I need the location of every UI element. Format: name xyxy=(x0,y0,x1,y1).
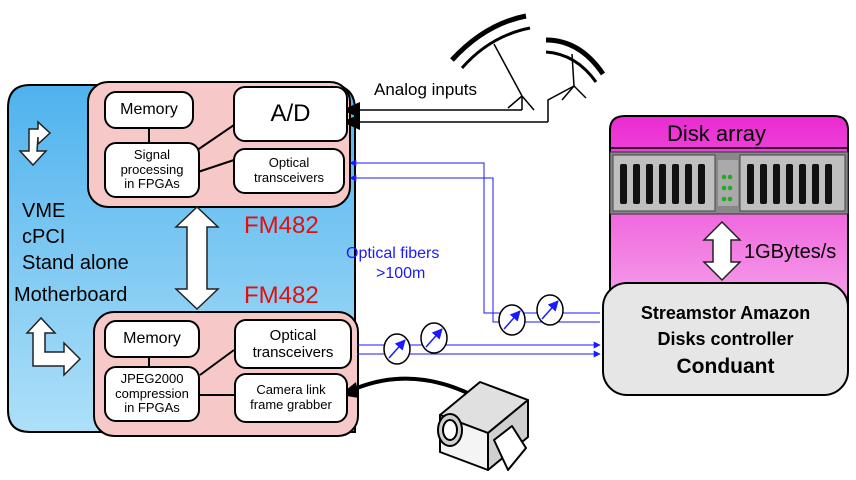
signal-processing-line-2: processing xyxy=(120,161,184,177)
bus-label-vme: VME xyxy=(22,200,66,222)
analog-inputs-label: Analog inputs xyxy=(374,80,478,99)
optical-transceivers-top-box: Optical transceivers xyxy=(233,148,345,194)
fm482-label-top: FM482 xyxy=(244,212,319,239)
optical-transceivers-bottom-box: Optical transceivers xyxy=(234,319,352,369)
optical-bottom-line-2: transceivers xyxy=(252,344,334,361)
bus-label-cpci: cPCI xyxy=(22,226,66,248)
camera-link-box: Camera link frame grabber xyxy=(234,373,348,423)
controller-line-1: Streamstor Amazon xyxy=(640,303,811,323)
antenna-right-icon xyxy=(545,37,606,101)
memory-box-top: Memory xyxy=(104,91,194,129)
signal-processing-box: Signal processing in FPGAs xyxy=(104,142,200,198)
jpeg-line-3: in FPGAs xyxy=(124,400,180,416)
throughput-label: 1GBytes/s xyxy=(744,241,837,263)
fiber-coupler-4-icon xyxy=(536,294,564,326)
memory-box-bottom: Memory xyxy=(104,320,200,358)
disk-enclosure-icon xyxy=(609,151,849,215)
jpeg-line-2: compression xyxy=(115,385,189,401)
camera-link-line-1: Camera link xyxy=(256,382,326,398)
jpeg-line-1: JPEG2000 xyxy=(120,370,184,386)
camera-cable xyxy=(351,376,473,397)
analog-arrowhead-upper-icon xyxy=(342,102,360,118)
antenna-left-icon xyxy=(450,13,535,111)
fiber-coupler-3-icon xyxy=(498,304,526,336)
optical-fibers-distance-label: >100m xyxy=(376,265,426,282)
optical-fibers-label: Optical fibers xyxy=(346,245,440,262)
controller-line-2: Disks controller xyxy=(657,329,794,349)
signal-processing-line-1: Signal xyxy=(133,146,171,162)
fm482-label-bottom: FM482 xyxy=(244,282,319,309)
analog-input-lines xyxy=(356,85,575,123)
disk-array-title: Disk array xyxy=(667,121,767,146)
bus-arrow-bottom-icon xyxy=(25,316,82,377)
fiber-coupler-1-icon xyxy=(383,333,411,365)
throughput-arrow-icon xyxy=(702,220,742,282)
fm482-link-arrow-icon xyxy=(174,205,220,311)
optical-top-line-2: transceivers xyxy=(253,170,325,185)
jpeg2000-box: JPEG2000 compression in FPGAs xyxy=(104,366,200,422)
controller-box xyxy=(602,282,849,396)
bus-label-standalone: Stand alone xyxy=(22,252,129,274)
analog-arrowhead-lower-icon xyxy=(342,114,360,130)
optical-top-line-1: Optical xyxy=(268,155,310,171)
camera-icon xyxy=(437,381,529,471)
signal-processing-line-3: in FPGAs xyxy=(124,176,180,192)
optical-bottom-line-1: Optical xyxy=(269,326,317,344)
bus-arrow-top-icon xyxy=(18,120,52,167)
camera-link-line-2: frame grabber xyxy=(250,397,332,412)
controller-line-3: Conduant xyxy=(676,355,775,378)
bus-label-motherboard: Motherboard xyxy=(14,284,128,306)
ad-converter-box: A/D xyxy=(233,86,348,142)
fiber-coupler-2-icon xyxy=(420,322,448,354)
